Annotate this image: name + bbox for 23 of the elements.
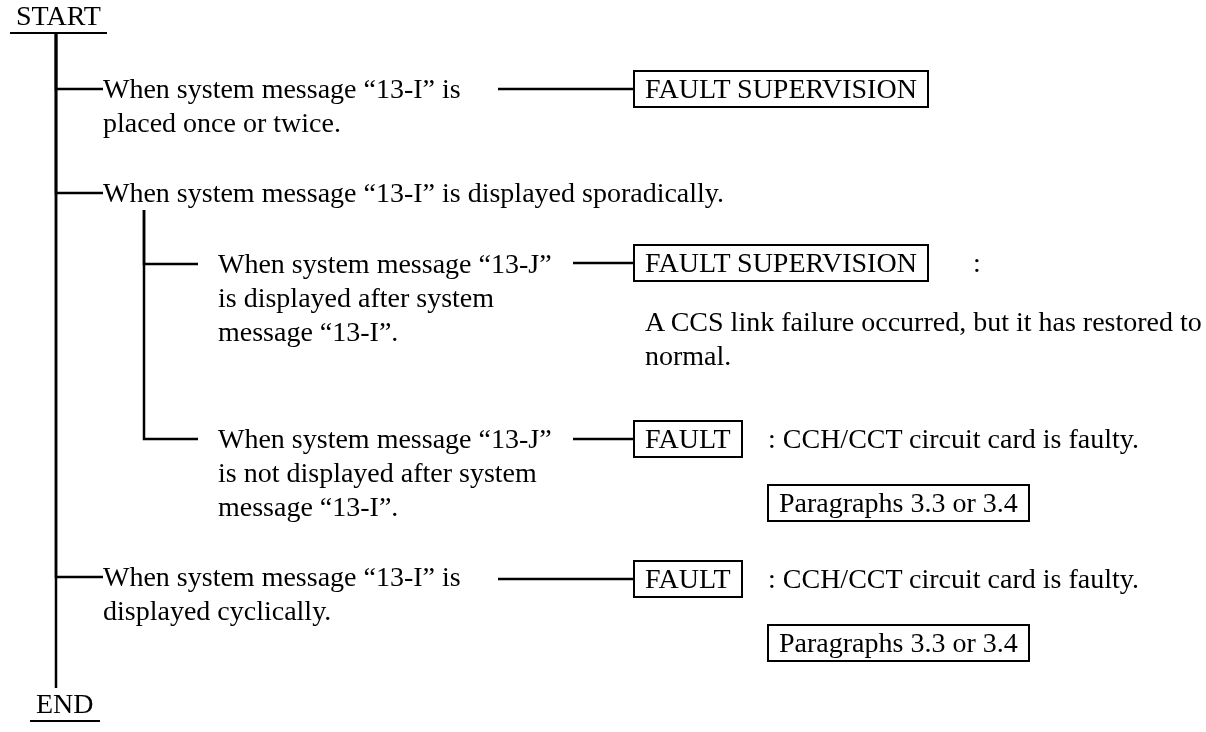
note-text: :	[973, 246, 981, 280]
condition-text: When system message “13-I” is displayed sporadically.	[103, 176, 863, 210]
note-text: A CCS link failure occurred, but it has restored to normal.	[645, 305, 1203, 373]
result-box: FAULT SUPERVISION	[633, 244, 929, 282]
condition-text: When system message “13-J” is displayed after system message “13-I”.	[198, 247, 573, 349]
terminal-label: START	[10, 0, 107, 34]
result-box: Paragraphs 3.3 or 3.4	[767, 624, 1030, 662]
connector-line	[498, 577, 633, 581]
condition-text: When system message “13-J” is not displayed after system message “13-I”.	[198, 422, 573, 524]
connector-line	[573, 261, 633, 265]
connector-line	[142, 210, 198, 441]
result-box: FAULT SUPERVISION	[633, 70, 929, 108]
connector-line	[498, 87, 633, 91]
terminal-label: END	[30, 688, 100, 722]
result-box: Paragraphs 3.3 or 3.4	[767, 484, 1030, 522]
note-text: : CCH/CCT circuit card is faulty.	[768, 422, 1139, 456]
condition-text: When system message “13-I” is displayed cyclically.	[103, 560, 498, 628]
note-text: : CCH/CCT circuit card is faulty.	[768, 562, 1139, 596]
result-box: FAULT	[633, 420, 743, 458]
result-box: FAULT	[633, 560, 743, 598]
connector-line	[573, 437, 633, 441]
condition-text: When system message “13-I” is placed once or twice.	[103, 72, 498, 140]
connector-line	[54, 34, 58, 688]
